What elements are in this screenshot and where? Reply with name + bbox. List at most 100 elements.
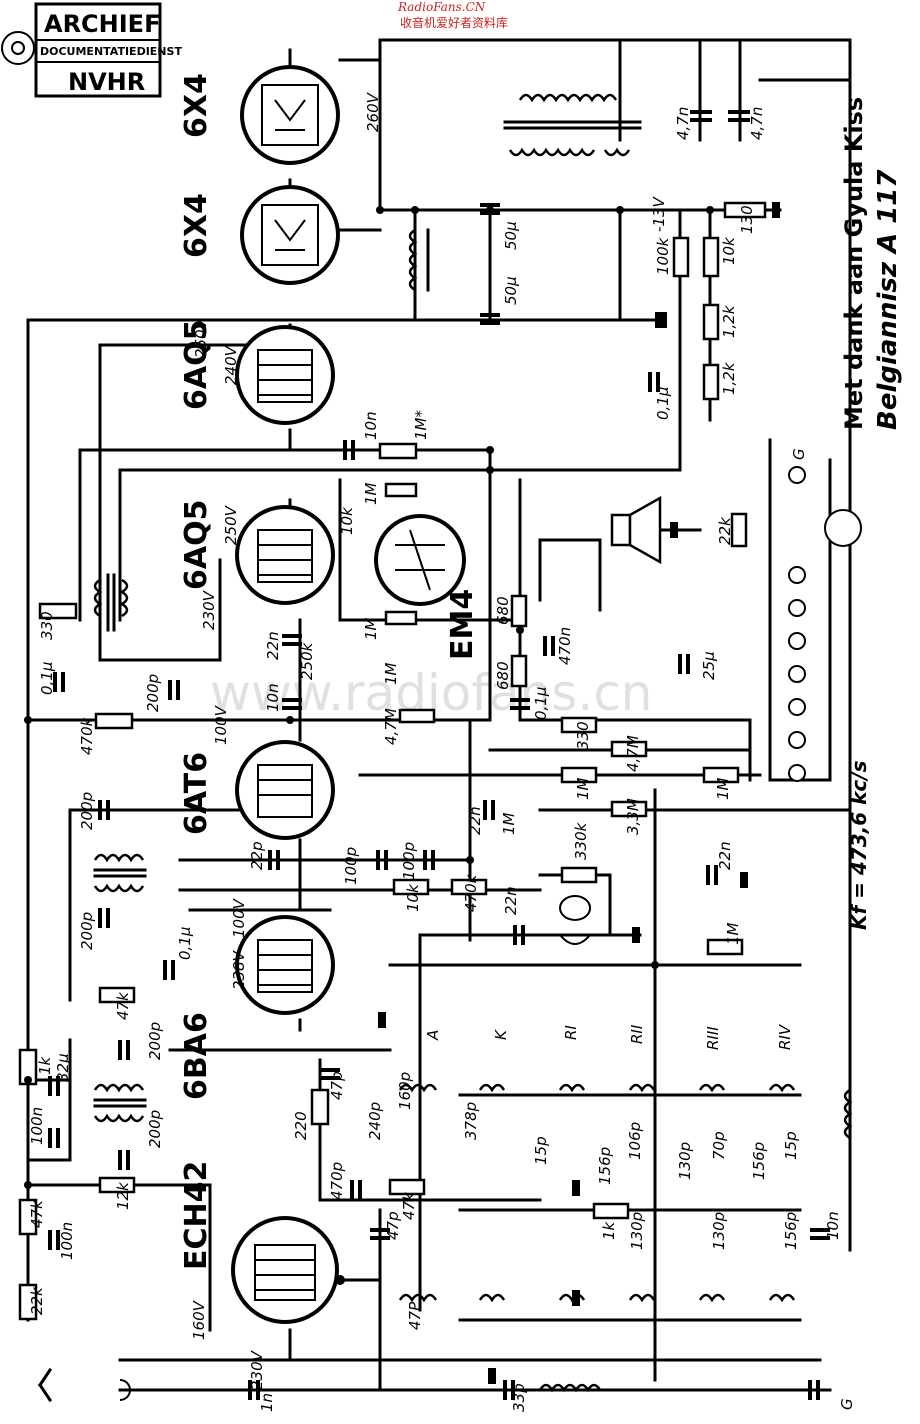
band-a: A <box>424 1030 442 1041</box>
r-10k-a: 10k <box>720 236 738 265</box>
r-1m-d: 1M <box>574 777 592 800</box>
r-1k: 1k <box>36 1055 54 1075</box>
if-filter-icon <box>559 895 591 945</box>
r-220: 220 <box>292 1111 310 1140</box>
band-k: K <box>492 1029 510 1040</box>
resistors <box>18 201 767 1321</box>
c-22p: 22p <box>248 841 266 870</box>
c-22n-d: 22n <box>716 841 734 870</box>
c-10n-a: 10n <box>362 411 380 440</box>
dial-lamps <box>788 466 862 782</box>
r-330k: 330k <box>572 821 590 860</box>
c-70p: 70p <box>710 1131 728 1160</box>
c-22n-c: 22n <box>502 886 520 915</box>
if-freq-text: Kf = 473,6 kc/s <box>847 760 871 930</box>
c-25u: 25µ <box>700 651 718 680</box>
r-1m-f: 1M <box>724 922 742 945</box>
thanks-text: Met dank aan Gyula Kiss <box>840 97 868 430</box>
r-12k: 12k <box>114 1181 132 1210</box>
c-200p-b: 200p <box>78 792 96 830</box>
label-ifamp: 6BA6 <box>179 1012 214 1100</box>
c-47p-c: 47P <box>406 1301 424 1330</box>
c-100p-a: 100p <box>342 847 360 885</box>
c-156p-b: 156p <box>750 1142 768 1180</box>
lamp-g: G <box>790 448 808 460</box>
c-1n: 1n <box>258 1393 276 1412</box>
c-100n-a: 100n <box>28 1107 46 1145</box>
r-1m-star: 1M* <box>412 410 430 440</box>
tube-ifamp <box>235 915 335 1015</box>
r-1m-c: 1M <box>382 662 400 685</box>
r-680-b: 680 <box>494 661 512 690</box>
c-200p-c: 200p <box>78 912 96 950</box>
band-coils <box>398 1083 853 1393</box>
c-01u-a: 0,1µ <box>654 387 672 420</box>
tube-det <box>235 740 335 840</box>
tube-out1 <box>235 325 335 425</box>
loudspeaker-icon <box>610 495 662 565</box>
r-1m-b: 1M <box>362 617 380 640</box>
tube-eye <box>374 514 466 606</box>
r-22k: 22k <box>716 516 734 545</box>
ground-symbols <box>378 202 780 1384</box>
r-22k-b: 22k <box>28 1286 46 1315</box>
v-250b: 250V <box>222 504 240 545</box>
c-01u-c: 0,1µ <box>38 662 56 695</box>
c-10n-b: 10n <box>264 683 282 712</box>
label-eye: EM4 <box>445 589 480 660</box>
r-47m-b: 4,7M <box>624 735 642 772</box>
output-transformer <box>93 573 129 632</box>
c-100n-b: 100n <box>58 1222 76 1260</box>
r-12k-b: 1,2k <box>720 361 738 395</box>
v-230b: 230V <box>248 1349 266 1390</box>
r-1m-a: 1M <box>362 482 380 505</box>
if-transformer-2 <box>93 1083 147 1123</box>
tube-mixer <box>231 1216 345 1324</box>
c-47p-a: 47p <box>328 1071 346 1100</box>
c-470p: 470p <box>328 1162 346 1200</box>
label-out2: 6AQ5 <box>179 500 214 590</box>
r-330-b: 330 <box>574 721 592 750</box>
r-1k-b: 1k <box>600 1220 618 1240</box>
r-12k-a: 1,2k <box>720 304 738 338</box>
r-47m-a: 4,7M <box>382 708 400 745</box>
band-r1: RI <box>562 1025 580 1040</box>
c-01u-b: 0,1µ <box>532 687 550 720</box>
r-47k-b: 47k <box>400 1191 418 1220</box>
c-156p-a: 156p <box>596 1147 614 1185</box>
c-156p-c: 156p <box>782 1212 800 1250</box>
c-47n-a: 4,7n <box>674 107 692 140</box>
c-15p-a: 15p <box>532 1136 550 1165</box>
v-260: 260V <box>364 91 382 132</box>
c-130p-c: 130p <box>710 1212 728 1250</box>
band-r4: RIV <box>776 1023 794 1050</box>
v-238: 238V <box>230 949 248 990</box>
tube-rect1 <box>240 65 340 165</box>
r-680-a: 680 <box>494 596 512 625</box>
c-240p: 240p <box>366 1102 384 1140</box>
junctions <box>24 206 714 1189</box>
c-33p: 33p <box>510 1383 528 1412</box>
c-100p-b: 100p <box>400 842 418 880</box>
r-130: 130 <box>738 205 756 234</box>
c-200p-e: 200p <box>146 1110 164 1148</box>
r-47k-c: 47k <box>28 1199 46 1228</box>
v-13: -13V <box>650 196 668 232</box>
v-230: 230V <box>200 589 218 630</box>
band-r2: RII <box>628 1024 646 1044</box>
archive-stamp: ARCHIEF DOCUMENTATIEDIENST NVHR <box>1 2 182 98</box>
v-100b: 100V <box>230 897 248 938</box>
filter-choke <box>408 228 430 292</box>
label-rect2: 6X4 <box>179 193 214 258</box>
v-240: 240V <box>222 344 240 385</box>
c-47n-b: 4,7n <box>748 107 766 140</box>
model-text: Belgiannisz A 117 <box>873 169 903 430</box>
r-470k-a: 470k <box>78 716 96 755</box>
if-transformer-1 <box>93 853 147 893</box>
r-330-a: 330 <box>38 611 56 640</box>
c-130p-a: 130p <box>676 1142 694 1180</box>
gnd-g: G <box>838 1398 856 1410</box>
site-name-cn: 收音机爱好者资料库 <box>400 15 508 30</box>
c-50u-a: 50µ <box>502 221 520 250</box>
c-130p-b: 130p <box>628 1212 646 1250</box>
